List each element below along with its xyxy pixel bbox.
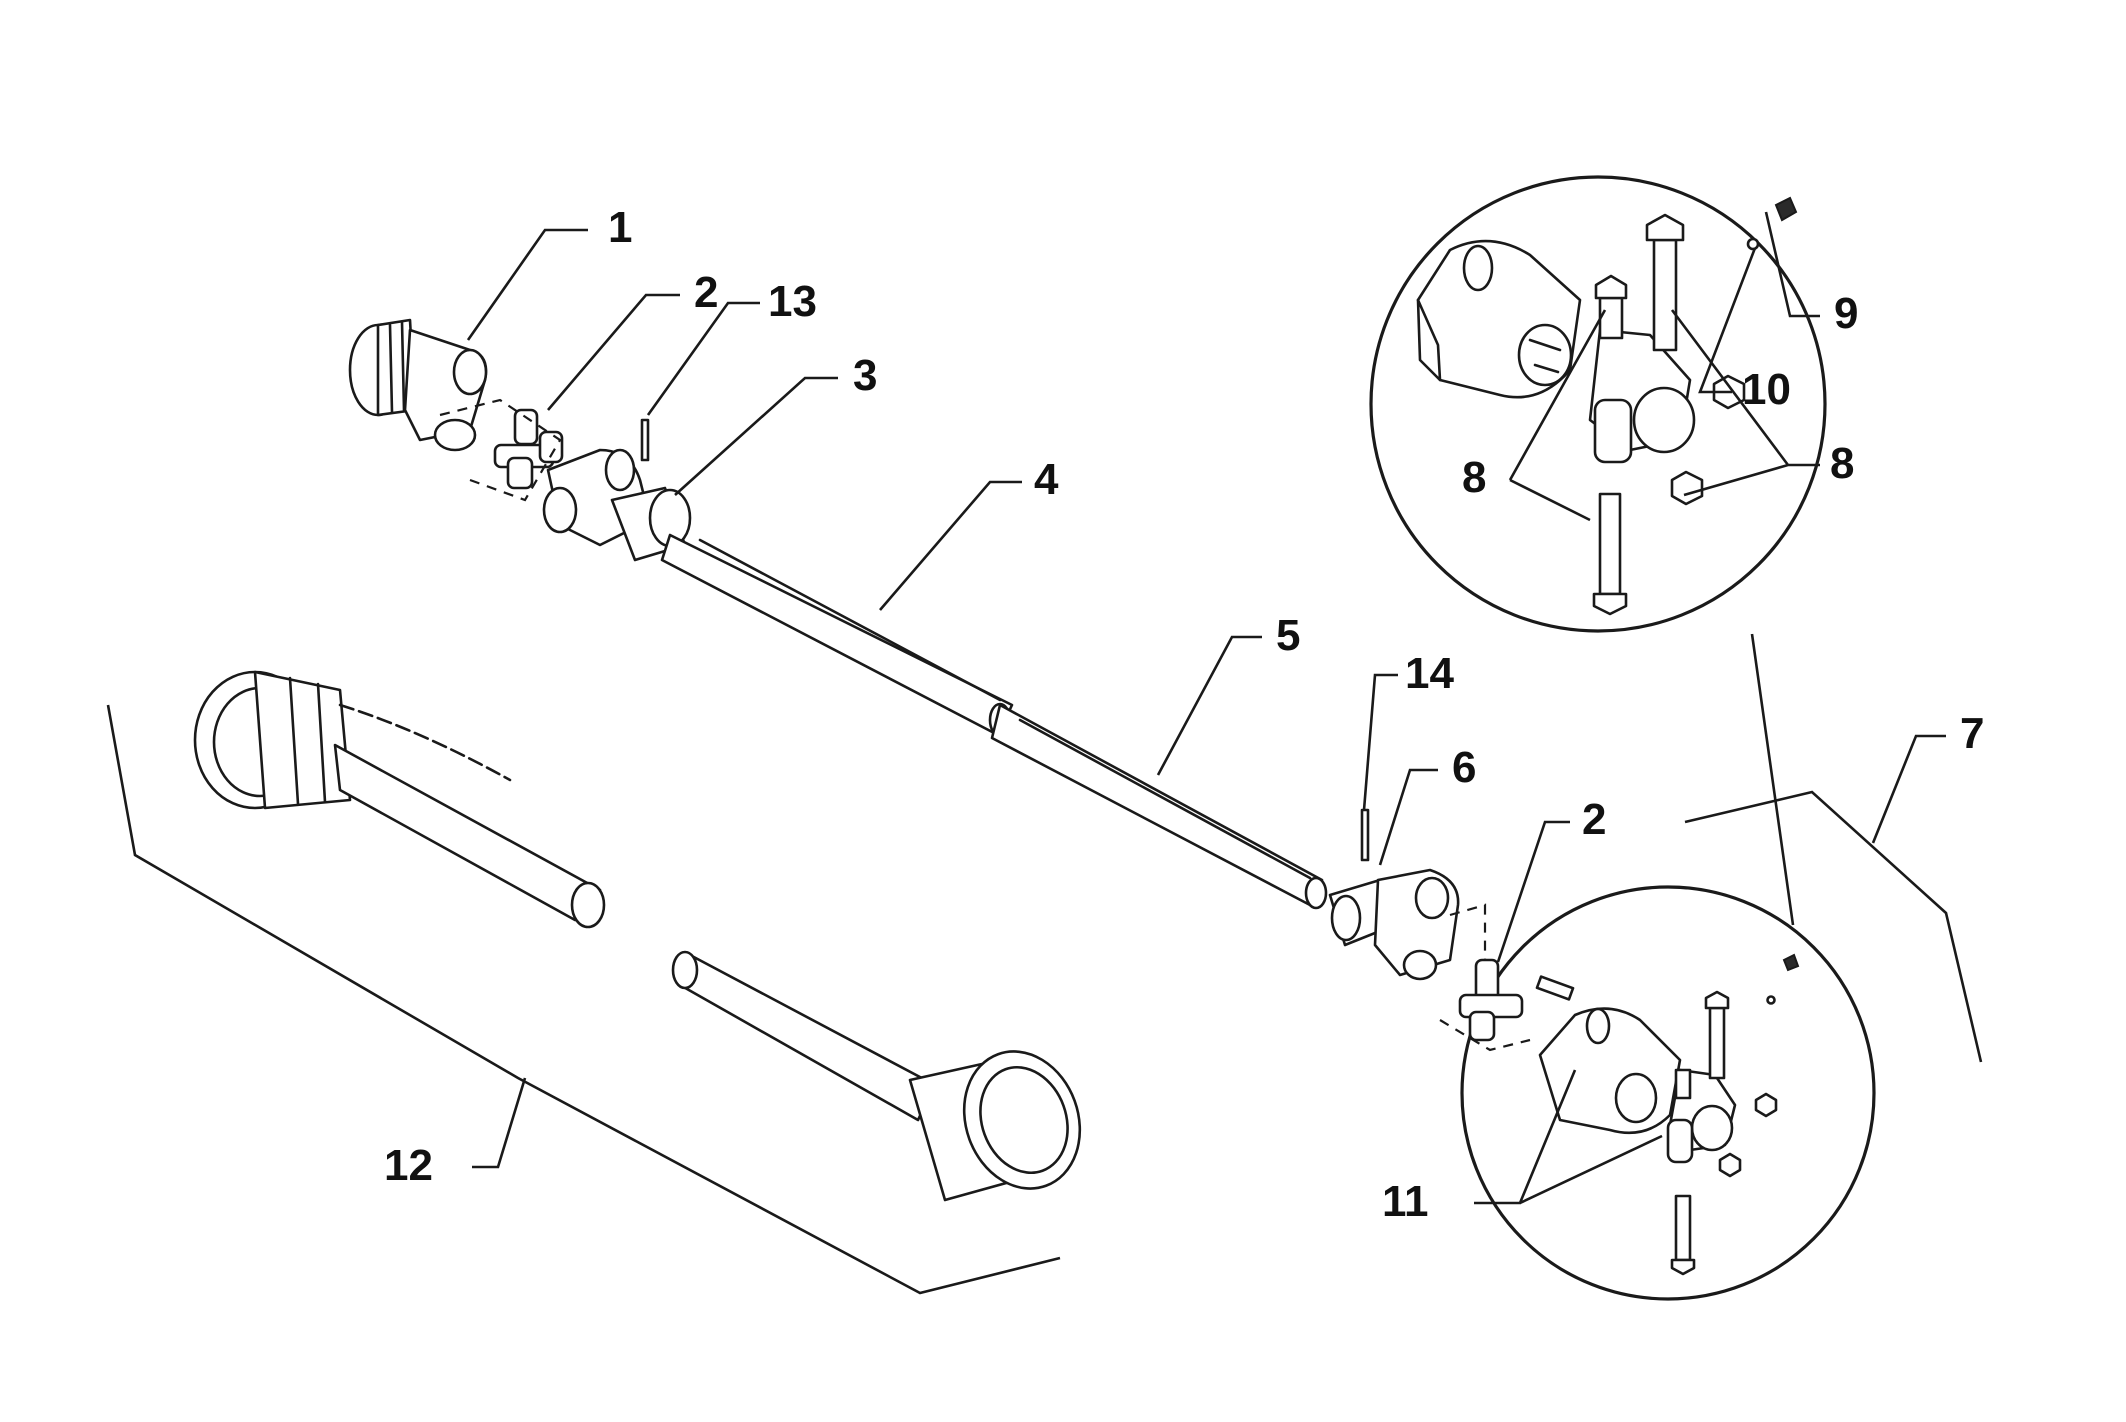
outer-shield-half	[193, 670, 606, 929]
callout-14: 14	[1405, 649, 1454, 698]
callout-9: 9	[1834, 289, 1858, 338]
callout-8-left: 8	[1462, 453, 1486, 502]
detail-circle-upper	[1369, 175, 1827, 633]
callout-8-right: 8	[1830, 439, 1854, 488]
inner-shield-half	[671, 950, 1082, 1202]
callout-6: 6	[1452, 743, 1476, 792]
right-yoke-assembly	[1328, 808, 1575, 1052]
callout-11: 11	[1382, 1177, 1429, 1226]
callout-4: 4	[1034, 455, 1059, 504]
callout-10: 10	[1742, 365, 1791, 414]
callout-13: 13	[768, 277, 817, 326]
callout-labels: 1 2 13 3 4 5 14 6 2 7 8 8 9 10 11 12	[384, 203, 1984, 1226]
callout-1: 1	[608, 203, 632, 252]
callout-12: 12	[384, 1141, 433, 1190]
callout-7: 7	[1960, 709, 1984, 758]
callout-5: 5	[1276, 611, 1300, 660]
shaft-tube-5	[990, 703, 1328, 910]
detail-circle-lower	[1460, 885, 1876, 1301]
left-yoke-assembly	[348, 318, 692, 562]
callout-2-upper: 2	[694, 268, 718, 317]
shaft-tube-4	[660, 533, 1014, 738]
callout-2-lower: 2	[1582, 795, 1606, 844]
callout-3: 3	[853, 351, 877, 400]
leader-lines	[106, 211, 1983, 1295]
